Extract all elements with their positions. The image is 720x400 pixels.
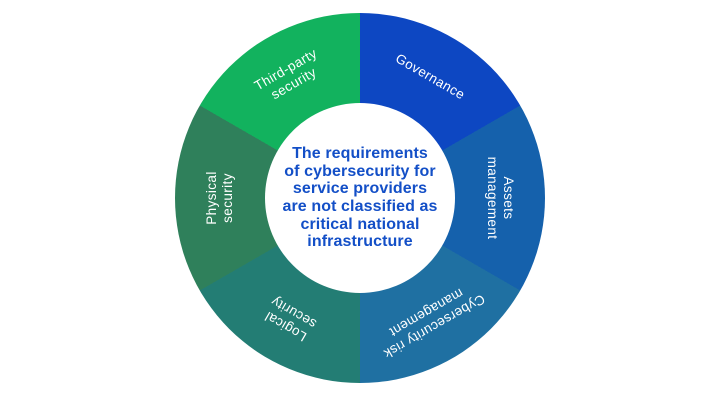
donut-ring: Governance Assets management Cybersecuri… [175,13,545,383]
segment-label-physical-security: Physical security [203,171,235,225]
segment-label-cybersecurity-risk-management: Cybersecurity risk management [381,285,488,362]
segment-label-logical-security: Logical security [262,293,320,345]
segment-label-assets-management: Assets management [485,156,517,240]
center-statement: The requirements of cybersecurity for se… [282,145,438,251]
segment-label-governance: Governance [392,50,468,103]
center-circle: The requirements of cybersecurity for se… [265,103,455,293]
segment-label-third-party-security: Third-party security [251,45,320,103]
